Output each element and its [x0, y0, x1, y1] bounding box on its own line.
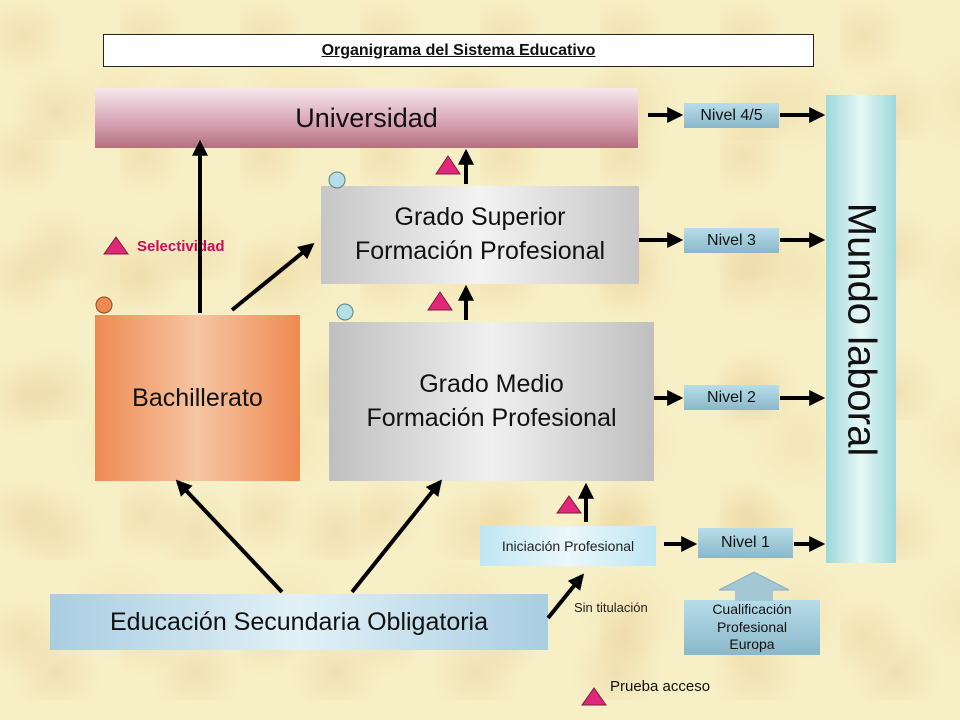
grado-medio-box: Grado Medio Formación Profesional: [329, 322, 654, 481]
arrow-eso-to-grado-medio: [350, 479, 442, 594]
universidad-box: Universidad: [95, 88, 638, 148]
nivel-3-box: Nivel 3: [684, 228, 779, 253]
arrow-sin-titulacion-to-iniciacion: [546, 573, 585, 620]
cualificacion-up-arrow-icon: [718, 571, 790, 591]
grado-superior-line-1: Grado Superior: [394, 203, 566, 232]
eso-box: Educación Secundaria Obligatoria: [50, 594, 548, 650]
iniciacion-profesional-label: Iniciación Profesional: [501, 538, 635, 554]
iniciacion-profesional-box: Iniciación Profesional: [480, 526, 656, 566]
nivel-2-label: Nivel 2: [707, 388, 756, 406]
arrow-eso-to-bachillerato: [175, 479, 284, 594]
prueba-acceso-triangle-icon: [435, 155, 461, 175]
grado-medio-line-2: Formación Profesional: [366, 403, 617, 432]
mundo-laboral-box: Mundo laboral: [826, 95, 896, 563]
grado-medio-line-1: Grado Medio: [419, 369, 564, 398]
prueba-acceso-legend-label: Prueba acceso: [610, 678, 711, 695]
prueba-acceso-legend-triangle-icon: [581, 687, 607, 706]
nivel-4-5-box: Nivel 4/5: [684, 103, 779, 128]
nivel-3-label: Nivel 3: [707, 231, 756, 249]
cualificacion-up-arrow-stem: [735, 589, 773, 601]
circle-blue-icon: [336, 303, 354, 321]
prueba-acceso-triangle-icon: [427, 291, 453, 311]
diagram-title-text: Organigrama del Sistema Educativo: [321, 41, 596, 59]
diagram-title: Organigrama del Sistema Educativo: [103, 34, 814, 67]
grado-superior-box: Grado Superior Formación Profesional: [321, 186, 639, 284]
circle-orange-icon: [95, 296, 113, 314]
nivel-1-box: Nivel 1: [698, 528, 793, 558]
eso-label: Educación Secundaria Obligatoria: [109, 607, 488, 636]
cualificacion-line-3: Europa: [729, 636, 775, 653]
nivel-1-label: Nivel 1: [721, 534, 770, 551]
nivel-2-box: Nivel 2: [684, 385, 779, 410]
circle-blue-icon: [328, 171, 346, 189]
bachillerato-box: Bachillerato: [95, 315, 300, 481]
cualificacion-line-1: Cualificación: [712, 601, 792, 618]
grado-superior-line-2: Formación Profesional: [354, 237, 606, 265]
nivel-4-5-label: Nivel 4/5: [700, 106, 763, 124]
cualificacion-europa-box: Cualificación Profesional Europa: [684, 600, 820, 655]
universidad-label: Universidad: [295, 102, 438, 133]
bachillerato-label: Bachillerato: [132, 383, 263, 412]
selectividad-label: Selectividad: [137, 238, 225, 255]
cualificacion-line-2: Profesional: [716, 618, 788, 635]
prueba-acceso-triangle-icon: [556, 495, 582, 514]
arrow-bachillerato-to-grado-superior: [230, 242, 315, 312]
prueba-acceso-triangle-icon: [103, 236, 129, 255]
sin-titulacion-label: Sin titulación: [574, 600, 648, 615]
